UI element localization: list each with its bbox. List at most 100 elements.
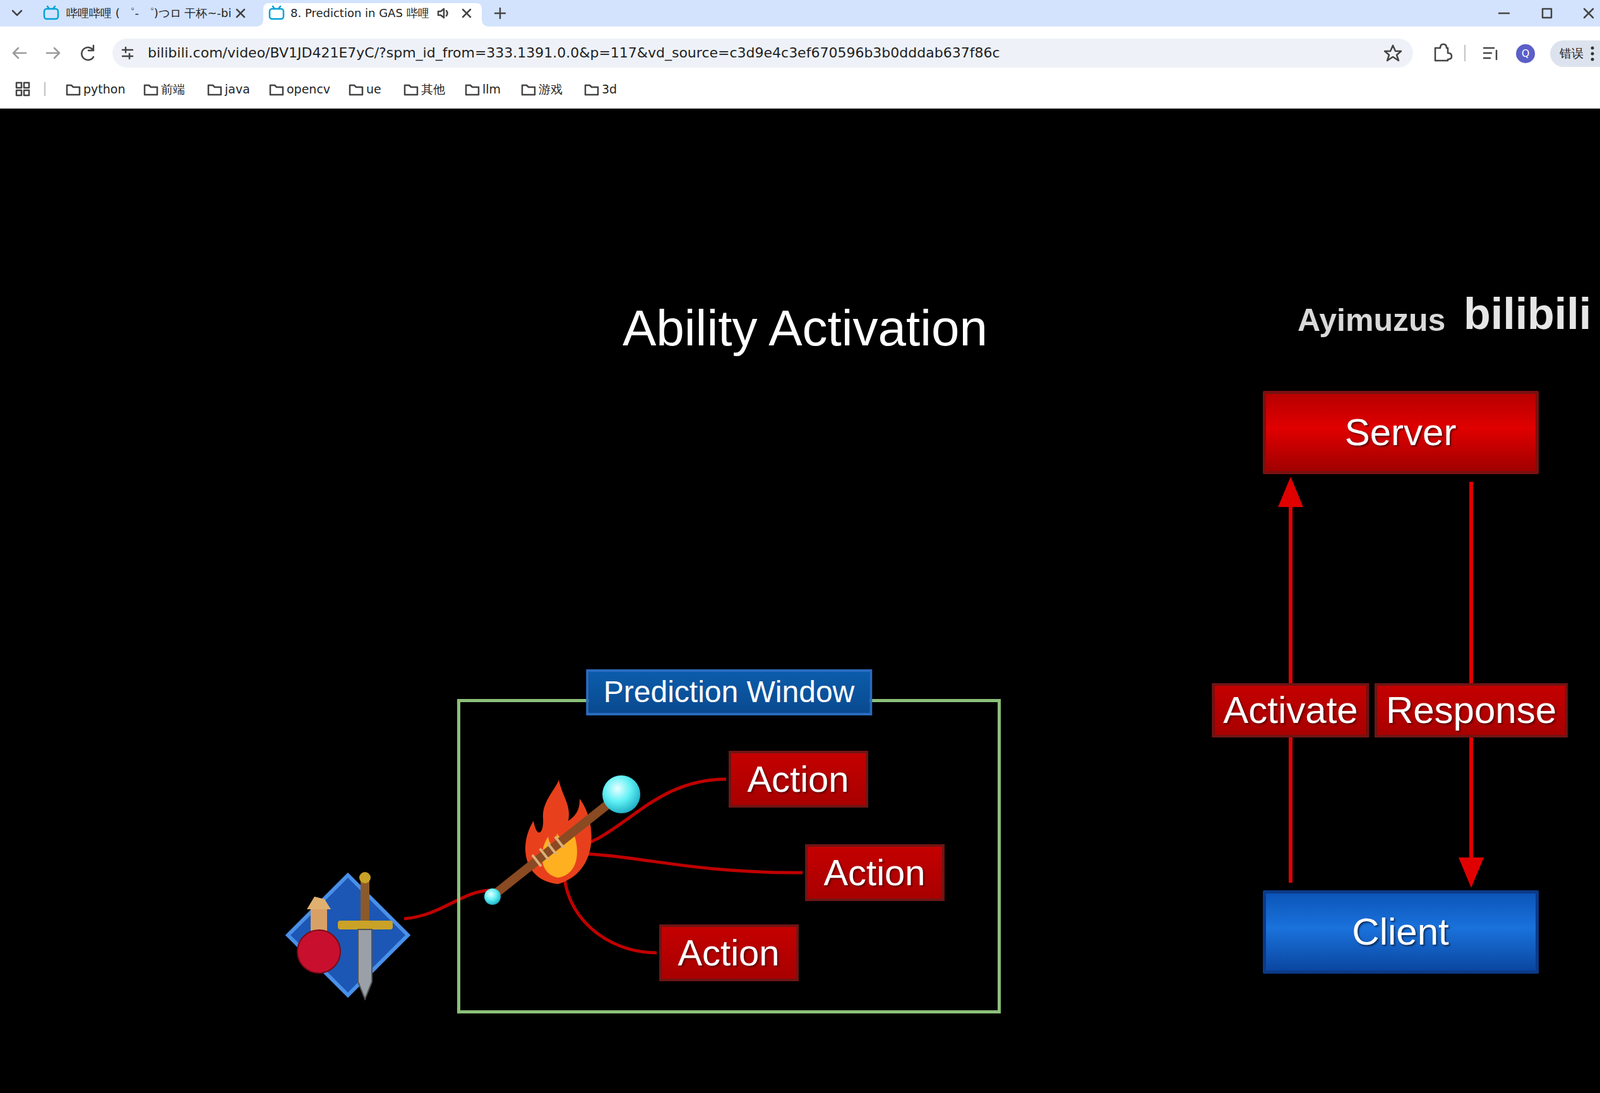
apps-icon (16, 90, 22, 96)
client-box: Client (1262, 890, 1539, 974)
back-icon (13, 47, 26, 59)
staff-wrap-part (539, 848, 549, 860)
tab-bar (0, 0, 1600, 27)
folder-icon (208, 85, 221, 95)
speaker-icon (438, 8, 448, 18)
tab-title: 8. Prediction in GAS 哔哩 (290, 6, 430, 21)
edge-label: Activate (1211, 683, 1369, 738)
node-label: Server (1344, 411, 1457, 454)
watermark: Ayimuzus (1297, 302, 1446, 340)
folder-icon (522, 85, 535, 95)
action-box: Action (805, 844, 945, 902)
tab-favicon-part (44, 8, 59, 19)
flame (525, 779, 592, 884)
sword-guard (337, 920, 393, 930)
staff-orb (602, 775, 641, 814)
minimize-icon (1498, 12, 1510, 15)
edge-label: Response (1374, 683, 1568, 738)
avatar-circle (1516, 44, 1535, 64)
prediction-window: ActionActionActionPrediction Window (457, 698, 1001, 1014)
site-info-icon (122, 47, 133, 59)
bookmark-name: java (224, 82, 251, 97)
forward-icon (46, 47, 60, 59)
staff-wrap (532, 836, 564, 867)
node-label: Action (823, 852, 926, 893)
bookmark-name: python (83, 82, 126, 97)
tab-title: 哔哩哔哩 ( ゜- ゜)つロ 干杯~-bi (66, 6, 232, 21)
bookmark-name: 前端 (161, 82, 186, 97)
staff-wrap-part (555, 836, 564, 848)
bookmark-name: llm (482, 82, 501, 97)
media-icon (1483, 47, 1497, 60)
error-pill (1550, 40, 1600, 67)
close-window-icon (1584, 8, 1594, 18)
avatar-letter: Q (1521, 47, 1530, 60)
apps-icon (16, 82, 22, 88)
chrome-icons (12, 6, 1594, 96)
reload-icon (81, 45, 94, 60)
menu-dots-part (1591, 46, 1595, 50)
bar-divider (0, 107, 1600, 109)
action-box: Action (659, 924, 799, 982)
toolbar-separator (1464, 45, 1467, 61)
potion-cork (306, 896, 331, 910)
staff-wrap-part (532, 854, 542, 867)
menu-dots-part (1591, 52, 1595, 56)
diamond-badge (287, 875, 408, 996)
url-text: bilibili.com/video/BV1JD421E7yC/?spm_id_… (147, 44, 1000, 61)
staff-orb-small (484, 888, 501, 905)
arrow-connector (1288, 481, 1293, 883)
bookmark-name: opencv (286, 82, 331, 97)
sword-blade (358, 929, 372, 999)
watermark-logo: bilibili (1463, 288, 1592, 340)
tab-menu-icon (12, 10, 22, 16)
action-box: Action (728, 750, 869, 808)
bookmark-name: 其他 (421, 82, 446, 97)
active-tab (255, 3, 490, 27)
fire-staff (484, 775, 641, 905)
bookmark-bar (0, 80, 1600, 109)
bookmark-name: 游戏 (538, 82, 563, 97)
bookmark-name: ue (366, 82, 382, 97)
wire-curve (404, 890, 490, 919)
menu-dots-part (1591, 58, 1595, 62)
node-label: Client (1351, 911, 1449, 953)
folder-icon (465, 85, 479, 95)
menu-dots (1591, 46, 1595, 62)
folder-icon (404, 85, 418, 95)
tab-favicon (269, 6, 284, 19)
potion-flask (297, 930, 341, 974)
node-label: Action (677, 932, 780, 974)
tab-favicon-part (272, 6, 281, 9)
node-label: Action (746, 758, 849, 800)
arrow-connector (1469, 481, 1474, 883)
potion-neck (310, 909, 328, 932)
maximize-icon (1542, 8, 1552, 18)
tab-close-icon (236, 9, 245, 18)
staff-shaft (492, 800, 613, 896)
slide-title: Ability Activation (622, 299, 988, 358)
extension-icon (1435, 44, 1452, 61)
wire-curve (574, 853, 803, 873)
tab-close-icon (462, 9, 471, 18)
server-box: Server (1262, 390, 1539, 475)
omnibox (112, 38, 1414, 68)
new-tab-icon (495, 8, 506, 19)
star-icon (1384, 45, 1402, 61)
sword-handle (360, 880, 370, 921)
folder-icon (144, 85, 158, 95)
tab-favicon-part (47, 6, 55, 9)
folder-icon (66, 85, 80, 95)
tab-favicon (44, 6, 59, 19)
sword-pommel (359, 871, 371, 884)
error-button-text: 错误 (1559, 46, 1584, 61)
wire-curve (563, 865, 657, 953)
bookmark-separator (44, 82, 47, 96)
tab-favicon-part (269, 8, 284, 19)
apps-icon (23, 82, 30, 88)
folder-icon (270, 85, 283, 95)
folder-icon (585, 85, 598, 95)
item-icon (287, 871, 408, 999)
